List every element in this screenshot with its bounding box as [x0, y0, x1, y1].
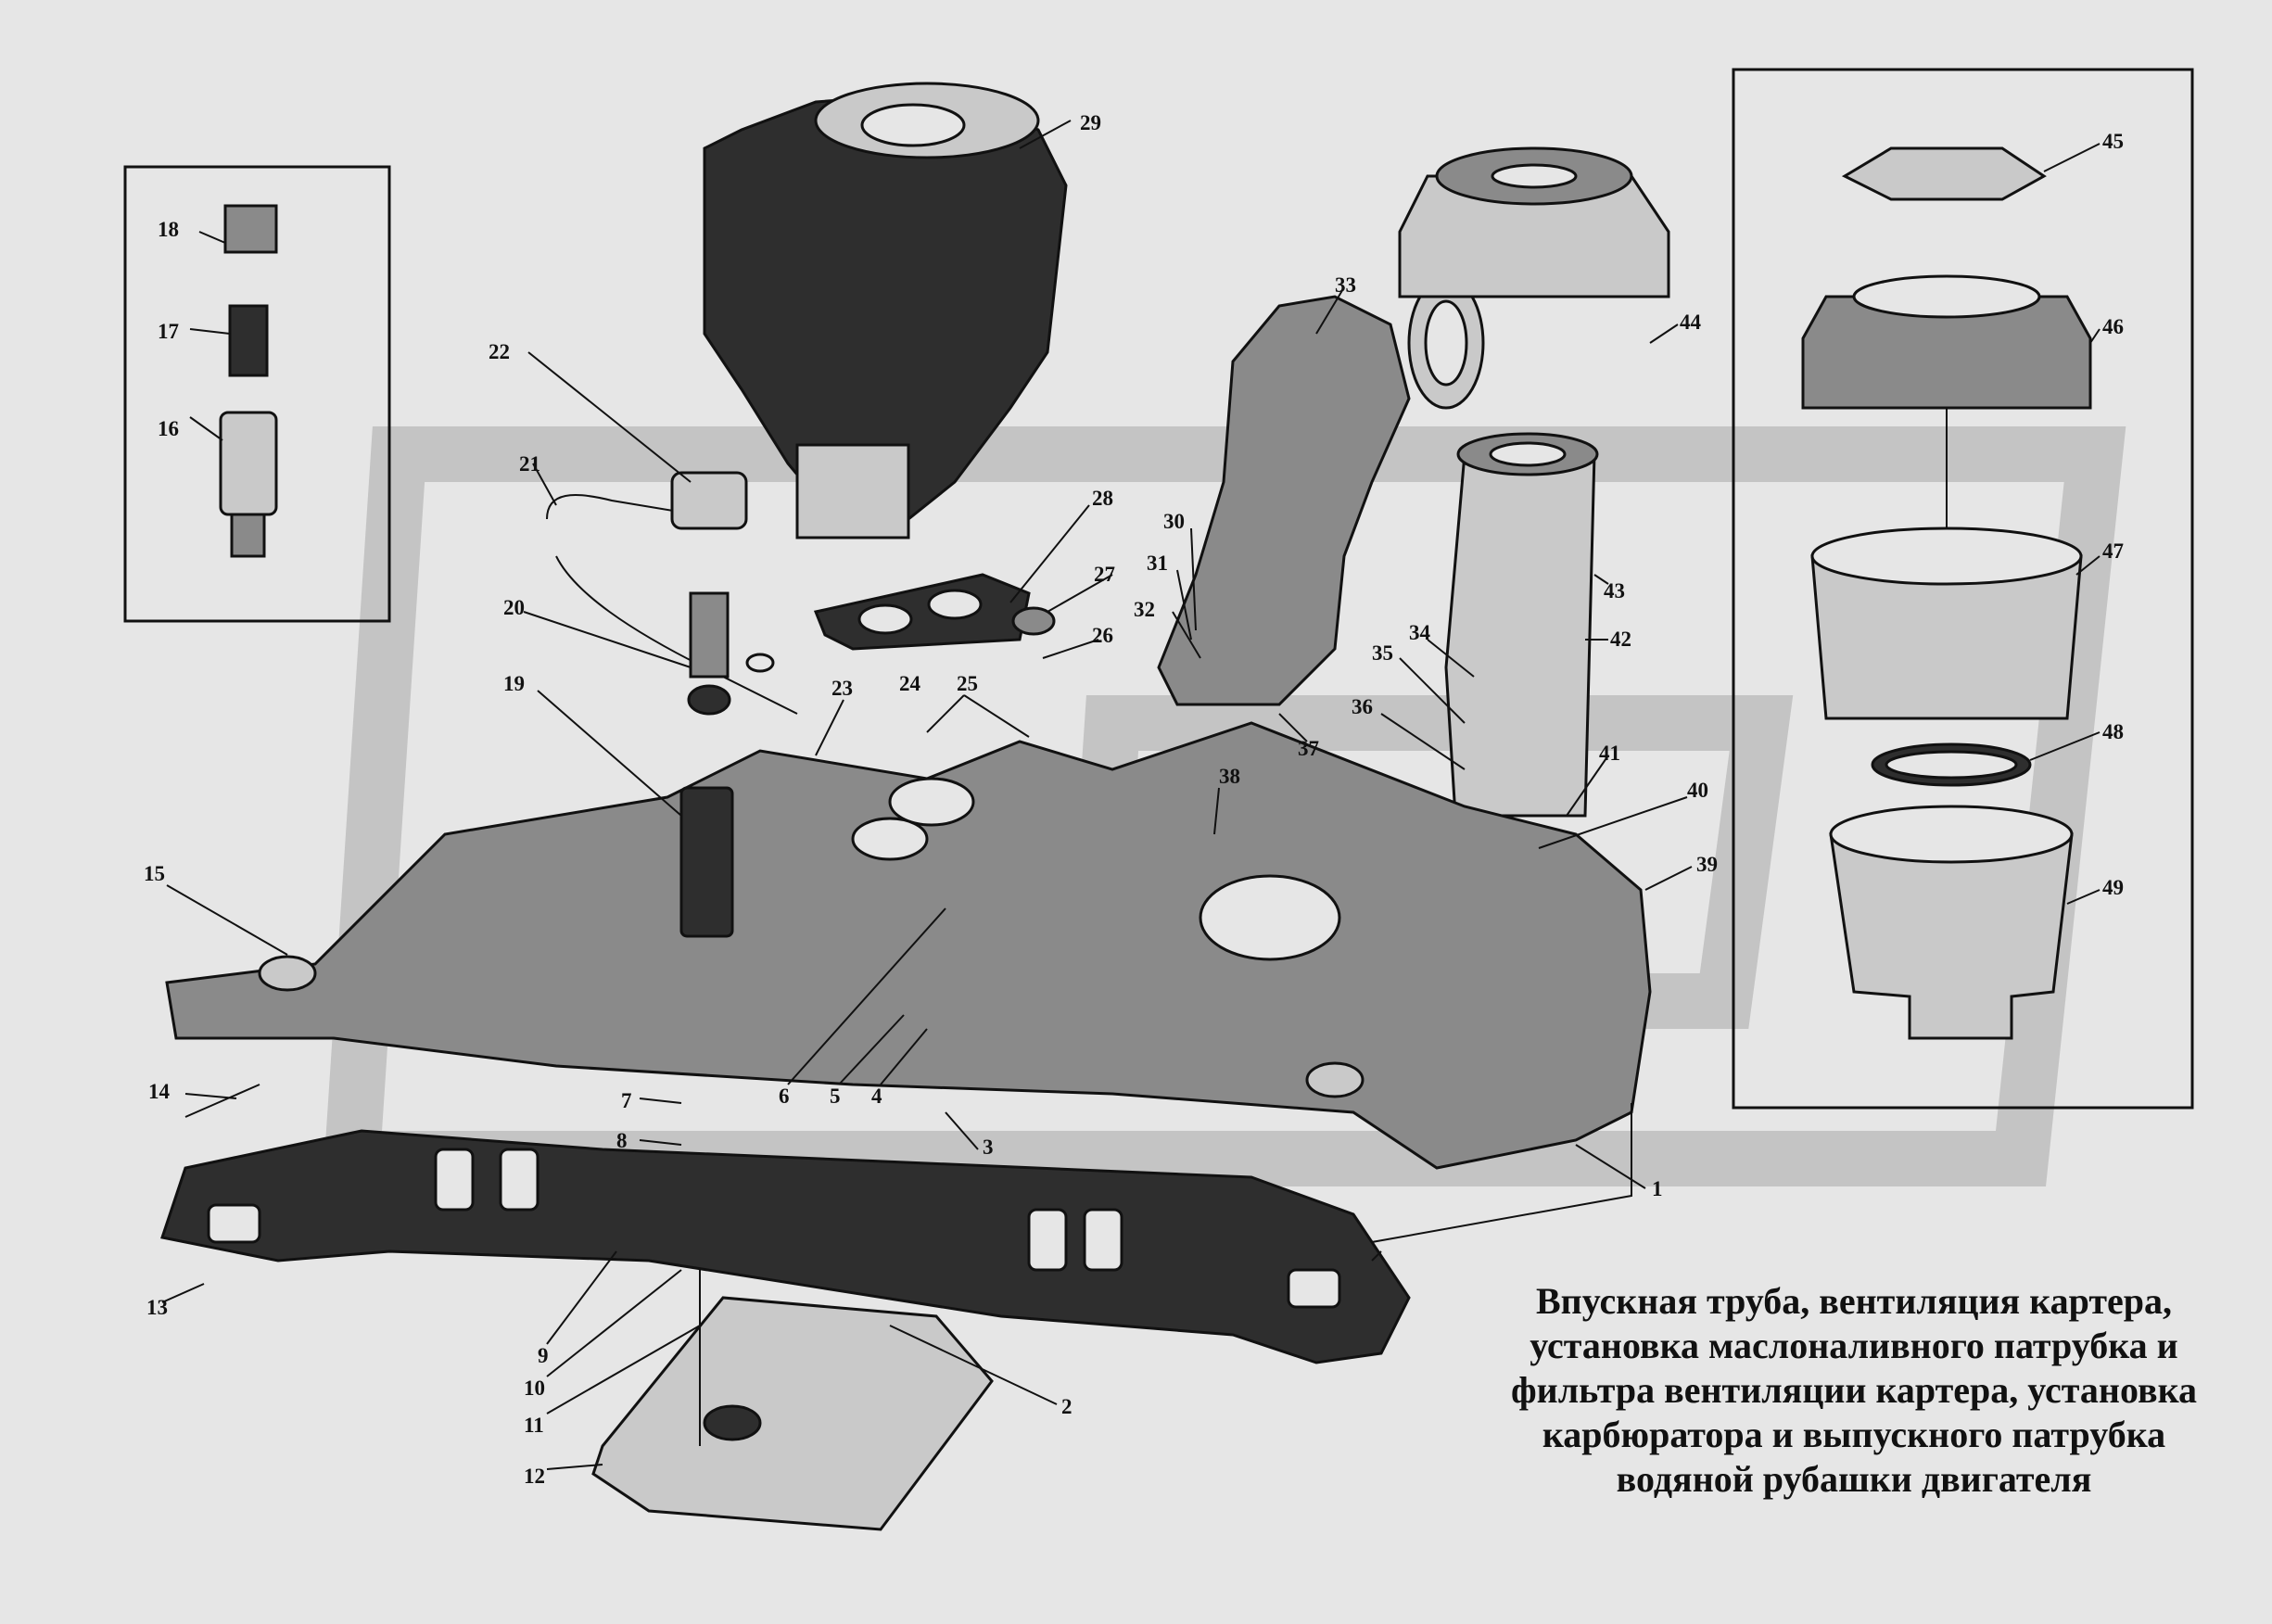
inset-frame-left: [123, 165, 391, 623]
callout-28: 28: [1092, 487, 1113, 510]
part-19-fitting: [679, 786, 734, 938]
callout-39: 39: [1696, 853, 1718, 876]
callout-2: 2: [1061, 1395, 1073, 1418]
callout-14: 14: [148, 1080, 171, 1103]
caption-line: фильтра вентиляции картера, установка: [1510, 1369, 2198, 1411]
callout-48: 48: [2102, 720, 2124, 743]
callout-13: 13: [146, 1296, 168, 1319]
callout-38: 38: [1219, 765, 1240, 788]
callout-49: 49: [2102, 876, 2124, 899]
part-1-bracket: [1371, 1103, 1632, 1262]
caption-line: водяной рубашки двигателя: [1616, 1458, 2092, 1500]
part-45-cap: [1841, 146, 2047, 201]
part-12-cover: [591, 1270, 994, 1531]
callout-8: 8: [616, 1129, 628, 1152]
carburetor-chamber: [795, 443, 910, 539]
part-16-housing: [219, 411, 278, 516]
callout-leaders: [161, 120, 2101, 1470]
callout-19: 19: [503, 672, 525, 695]
inset-frame-right: [1732, 68, 2194, 1110]
callout-11: 11: [524, 1414, 544, 1437]
callout-5: 5: [830, 1085, 841, 1108]
callout-10: 10: [524, 1377, 545, 1400]
callout-12: 12: [524, 1465, 545, 1488]
callout-17: 17: [158, 320, 179, 343]
part-26-washer: [745, 653, 775, 673]
callout-36: 36: [1352, 695, 1373, 718]
diagram-caption: Впускная труба, вентиляция картера, уста…: [1446, 1279, 2262, 1502]
callout-21: 21: [519, 452, 540, 476]
callout-47: 47: [2102, 539, 2124, 563]
part-13-gasket: [160, 1129, 1411, 1364]
callout-26: 26: [1092, 624, 1113, 647]
callout-6: 6: [779, 1085, 790, 1108]
callout-16: 16: [158, 417, 179, 440]
callout-40: 40: [1687, 779, 1708, 802]
callout-33: 33: [1335, 273, 1356, 297]
callout-37: 37: [1298, 737, 1319, 760]
callout-9: 9: [538, 1344, 549, 1367]
callout-41: 41: [1599, 742, 1620, 765]
callout-42: 42: [1610, 628, 1631, 651]
callout-29: 29: [1080, 111, 1101, 134]
callout-45: 45: [2102, 130, 2124, 153]
caption-line: карбюратора и выпускного патрубка: [1542, 1414, 2166, 1455]
callout-27: 27: [1094, 563, 1115, 586]
callout-34: 34: [1409, 621, 1431, 644]
oil-filler-assembly: [1157, 146, 1670, 818]
callout-20: 20: [503, 596, 525, 619]
fuel-line: [546, 471, 798, 716]
callout-32: 32: [1134, 598, 1155, 621]
callout-18: 18: [158, 218, 179, 241]
callout-31: 31: [1147, 552, 1168, 575]
callout-4: 4: [871, 1085, 882, 1108]
callout-3: 3: [983, 1136, 994, 1159]
callout-30: 30: [1163, 510, 1185, 533]
part-16-thread: [230, 513, 266, 558]
callout-43: 43: [1604, 579, 1625, 603]
callout-23: 23: [831, 677, 853, 700]
callout-7: 7: [621, 1089, 632, 1112]
callout-22: 22: [489, 340, 510, 363]
callout-15: 15: [144, 862, 165, 885]
callout-labels: 1 2 3 4 5 6 7 8 9 10 11 12 13 14 15 16 1…: [144, 111, 2124, 1488]
caption-line: Впускная труба, вентиляция картера,: [1535, 1280, 2173, 1322]
part-14-bracket: [184, 1084, 260, 1118]
carburetor: [703, 82, 1068, 539]
intake-manifold: [165, 721, 1652, 1170]
part-46-filter-top: [1801, 295, 2092, 410]
callout-46: 46: [2102, 315, 2124, 338]
part-17-valve: [228, 304, 269, 377]
part-28-gasket: [813, 573, 1031, 651]
callout-24: 24: [899, 672, 921, 695]
part-27-nut: [1011, 606, 1056, 636]
callout-1: 1: [1652, 1177, 1663, 1200]
callout-25: 25: [957, 672, 978, 695]
callout-44: 44: [1680, 311, 1702, 334]
caption-line: установка маслоналивного патрубка и: [1529, 1325, 2178, 1366]
part-49-cup: [1829, 832, 2074, 1040]
part-18-fitting: [223, 204, 278, 254]
part-44-breather: [1398, 174, 1670, 298]
callout-35: 35: [1372, 641, 1393, 665]
